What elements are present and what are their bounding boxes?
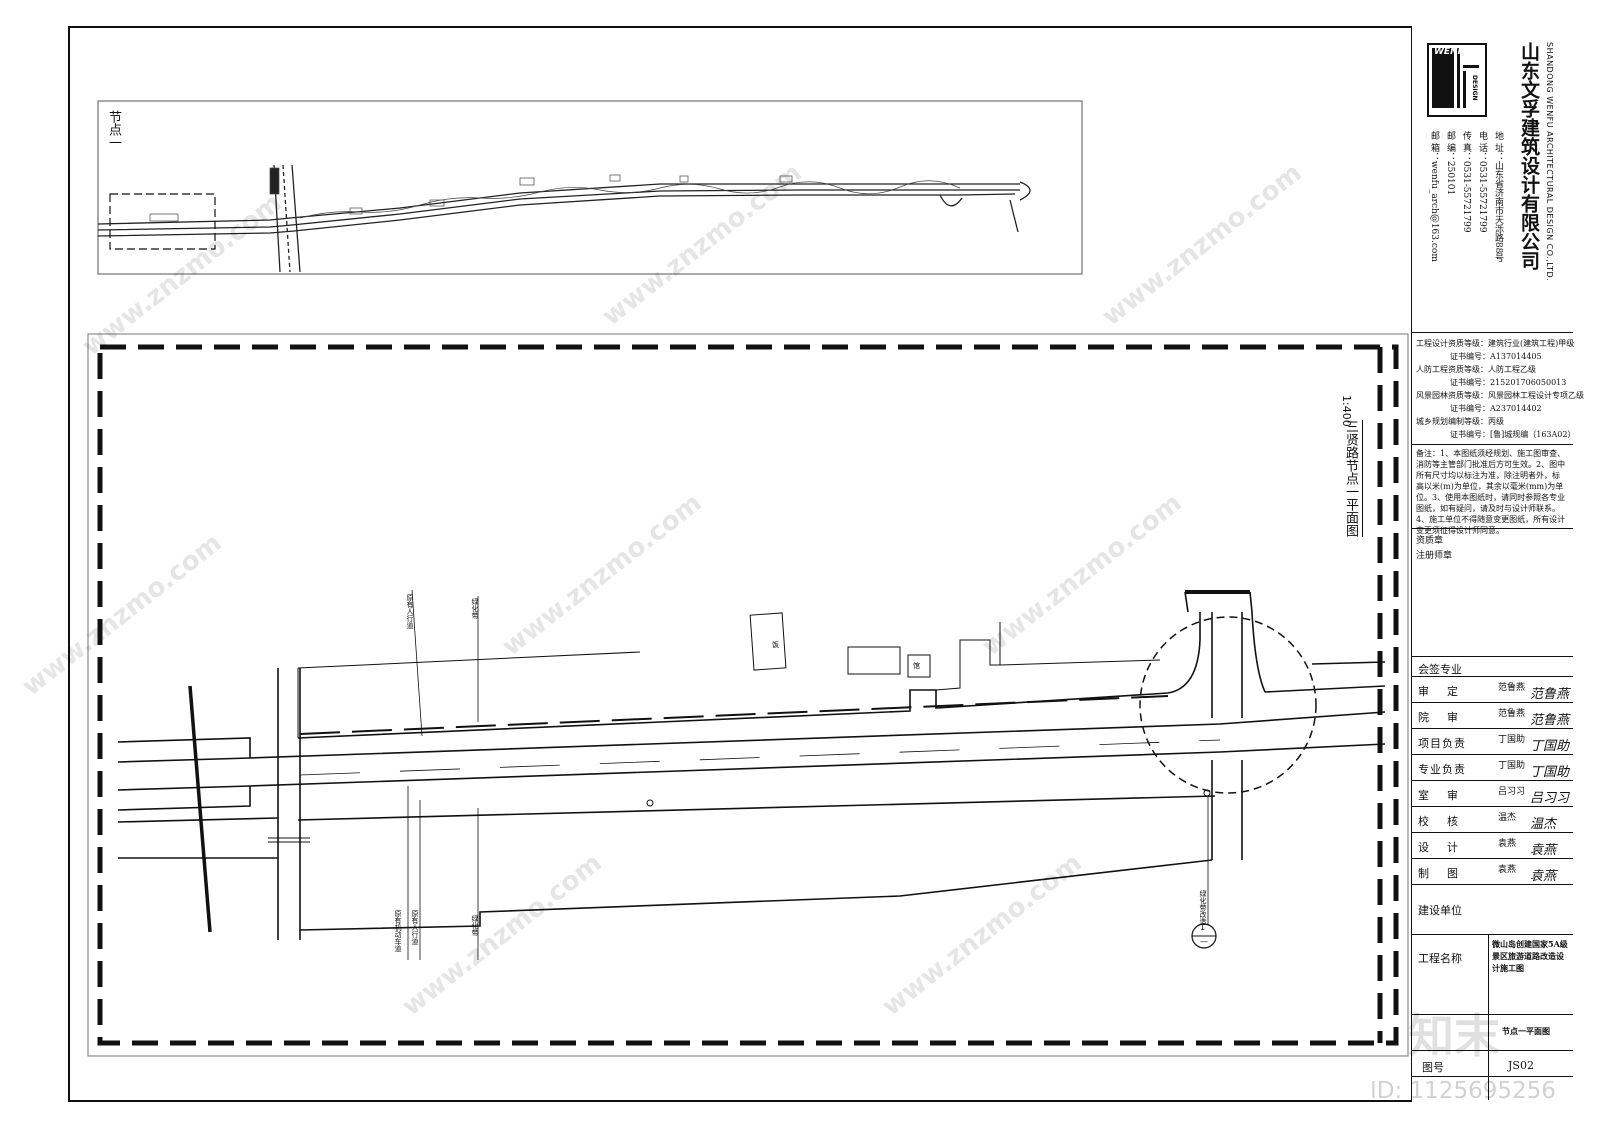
signoff-signature: 丁国助	[1530, 739, 1570, 754]
label-greenbelt-right: 绿化带改造	[1199, 890, 1207, 925]
qualification-row: 城乡规划编制等级：丙级	[1416, 417, 1504, 426]
notes: 备注：1、本图纸须经规划、施工图审查、消防等主管部门批准后方可生效。2、图中所有…	[1416, 449, 1566, 535]
title-block: WENFU DESIGN 山东文孚建筑设计有限公司 SHANDONG WENFU…	[1411, 26, 1584, 1102]
label-greenbelt-top: 绿化带	[471, 598, 479, 619]
key-plan-label: 节点一	[106, 110, 121, 149]
label-building-b: 馆	[913, 662, 920, 670]
signoff-signature: 袁燕	[1530, 869, 1557, 884]
signoff-signature: 袁燕	[1530, 843, 1557, 858]
signoff-row: 院审 范鲁燕 范鲁燕	[1412, 702, 1573, 729]
signoff-name: 温杰	[1498, 813, 1517, 823]
qualification-row: 证书编号：A137014405	[1450, 352, 1542, 361]
company-logo: WENFU DESIGN	[1427, 43, 1487, 117]
label-greenbelt-bottom: 绿化带	[471, 915, 479, 936]
label-building-a: 饭	[772, 641, 779, 649]
signoff-row: 制图 袁燕 袁燕	[1412, 858, 1573, 885]
signoff-header: 会签专业	[1418, 663, 1462, 676]
detail-sheet: —	[1200, 937, 1208, 946]
label-existing-sidewalk-bottom: 原有人行道	[411, 910, 419, 945]
signoff-role: 制图	[1418, 867, 1476, 880]
company-name-cn: 山东文孚建筑设计有限公司	[1518, 42, 1540, 270]
signoff-role: 项目负责	[1418, 737, 1466, 750]
label-existing-motor-lane: 原有机动车道	[394, 910, 402, 952]
signoff-row: 审定 范鲁燕 范鲁燕	[1412, 676, 1573, 703]
signoff-role: 设计	[1418, 841, 1476, 854]
signoff-row: 室审 吕习习 吕习习	[1412, 780, 1573, 807]
plan-scale-text: 1:400	[1340, 395, 1353, 427]
qualification-row: 人防工程资质等级：人防工程乙级	[1416, 365, 1536, 374]
signoff-name: 丁国助	[1498, 761, 1526, 771]
drawing-name: 节点一平面图	[1502, 1027, 1550, 1036]
detail-marker: 1	[1200, 923, 1206, 932]
qualification-row: 风景园林资质等级：风景园林工程设计专项乙级	[1416, 391, 1584, 400]
signoff-signature: 范鲁燕	[1530, 687, 1570, 702]
company-phone: 电 话：0531-55721799	[1477, 131, 1487, 233]
signoff-name: 袁燕	[1498, 865, 1517, 875]
signoff-signature: 丁国助	[1530, 765, 1570, 780]
logo-text: WENFU	[1434, 47, 1472, 57]
drawing-frame	[68, 26, 1573, 1102]
drawing-no-label: 图号	[1422, 1061, 1444, 1074]
plan-scale: 1:400	[1340, 395, 1353, 427]
signoff-row: 设计 袁燕 袁燕	[1412, 832, 1573, 859]
company-fax: 传 真：0531-55721799	[1461, 131, 1471, 233]
engineer-seal-label: 注册师章	[1416, 551, 1453, 561]
watermark-id: ID: 1125695256	[1370, 1078, 1556, 1104]
qualification-row: 证书编号：21520170605001​3	[1450, 378, 1567, 387]
signoff-name: 范鲁燕	[1498, 683, 1526, 693]
project-name: 微山岛创建国家5A级景区旅游道路改造设计施工图	[1492, 939, 1568, 973]
plan-title: 三贤路节点一平面图	[1341, 420, 1363, 537]
signoff-row: 专业负责 丁国助 丁国助	[1412, 754, 1573, 781]
signoff-role: 专业负责	[1418, 763, 1466, 776]
signoff-row: 校核 温杰 温杰	[1412, 806, 1573, 833]
company-name-en: SHANDONG WENFU ARCHITECTURAL DESIGN CO.,…	[1545, 42, 1554, 282]
logo-sub: DESIGN	[1471, 75, 1478, 101]
signoff-name: 丁国助	[1498, 735, 1526, 745]
signoff-name: 范鲁燕	[1498, 709, 1526, 719]
project-name-label: 工程名称	[1418, 952, 1462, 965]
signoff-role: 审定	[1418, 685, 1476, 698]
watermark-brand: 知末	[1408, 1009, 1500, 1063]
label-existing-sidewalk-top: 原有人行道	[406, 594, 414, 629]
company-address: 地 址：山东省济南市天泺路88号	[1493, 131, 1503, 263]
client-label: 建设单位	[1418, 904, 1462, 917]
company-postcode: 邮 编：250101	[1445, 131, 1455, 196]
signoff-signature: 吕习习	[1530, 791, 1570, 806]
qualification-seal-label: 资质章	[1416, 536, 1444, 546]
qualification-row: 工程设计资质等级：建筑行业(建筑工程)甲级	[1416, 339, 1575, 348]
drawing-no: JS02	[1508, 1059, 1534, 1072]
signoff-signature: 温杰	[1530, 817, 1557, 832]
signoff-name: 吕习习	[1498, 787, 1526, 797]
signoff-role: 院审	[1418, 711, 1476, 724]
key-plan	[97, 100, 1083, 275]
signoff-role: 校核	[1418, 815, 1476, 828]
qualification-row: 证书编号：A237014402	[1450, 404, 1542, 413]
signoff-row: 项目负责 丁国助 丁国助	[1412, 728, 1573, 755]
qualification-row: 证书编号：[鲁]城规编（163A02）	[1450, 430, 1576, 439]
signoff-name: 袁燕	[1498, 839, 1517, 849]
signoff-signature: 范鲁燕	[1530, 713, 1570, 728]
signoff-role: 室审	[1418, 789, 1476, 802]
company-email: 邮 箱：wenfu_arch@163.com	[1429, 131, 1439, 262]
plan-boundary	[97, 344, 1399, 1046]
